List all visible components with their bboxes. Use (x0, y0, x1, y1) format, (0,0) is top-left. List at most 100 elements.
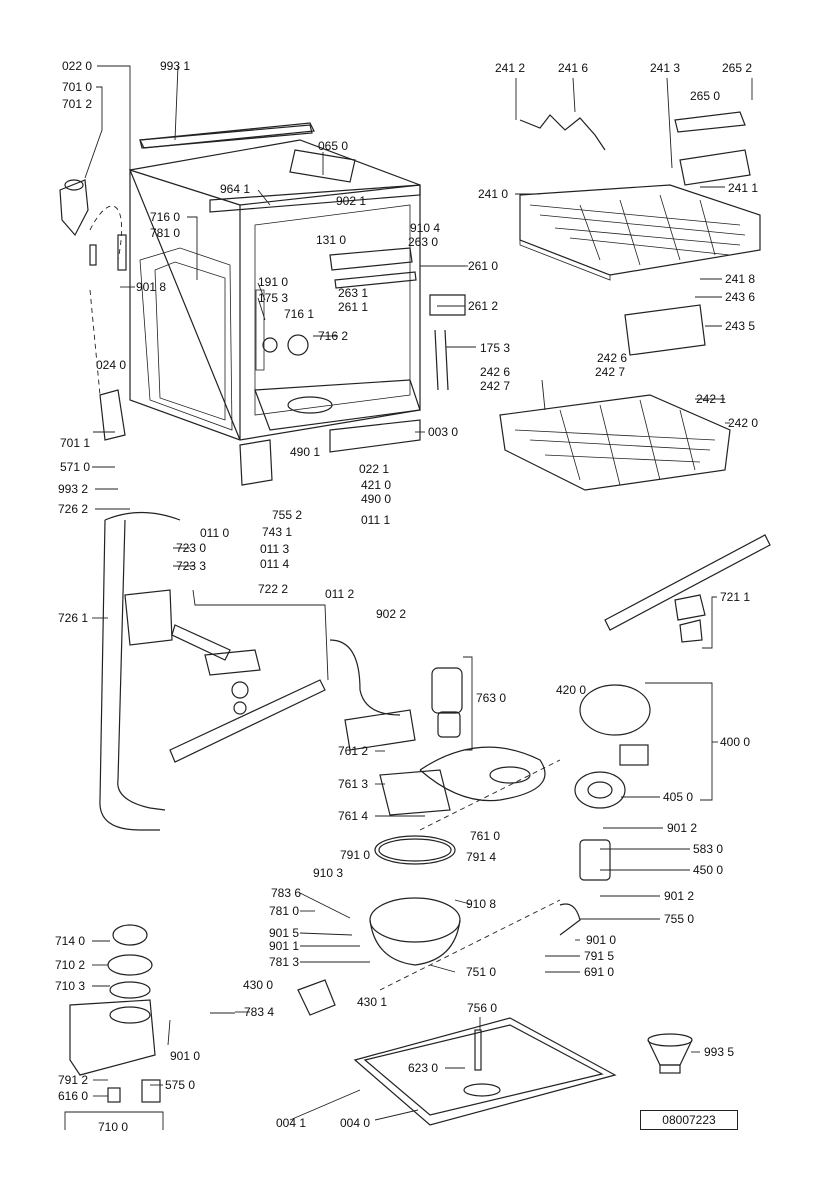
drain-pump (297, 979, 336, 1016)
part-label: 241 1 (728, 181, 758, 195)
part-label: 723 0 (176, 541, 206, 555)
rack-wire (519, 114, 606, 151)
part-label: 716 0 (150, 210, 180, 224)
part-label: 261 1 (338, 300, 368, 314)
part-label: 011 0 (200, 526, 229, 540)
part-label: 763 0 (476, 691, 506, 705)
part-label: 242 7 (595, 365, 625, 379)
part-label: 755 2 (272, 508, 302, 522)
part-label: 901 5 (269, 926, 299, 940)
part-label: 022 0 (62, 59, 92, 73)
part-label: 450 0 (693, 863, 723, 877)
leader-lines (64, 65, 753, 1130)
part-label: 781 0 (269, 904, 299, 918)
part-label: 714 0 (55, 934, 85, 948)
part-label: 241 3 (650, 61, 680, 75)
part-label: 910 3 (313, 866, 343, 880)
lower-basket (499, 394, 731, 491)
part-label: 405 0 (663, 790, 693, 804)
salt-funnel (647, 1033, 693, 1074)
part-label: 004 1 (276, 1116, 306, 1130)
part-label: 726 2 (58, 502, 88, 516)
part-label: 243 5 (725, 319, 755, 333)
top-cover-strip (139, 122, 315, 149)
part-label: 701 1 (60, 436, 90, 450)
part-label: 242 1 (696, 392, 726, 406)
part-label: 710 3 (55, 979, 85, 993)
part-label: 011 3 (260, 542, 289, 556)
part-label: 430 0 (243, 978, 273, 992)
part-label: 993 1 (160, 59, 190, 73)
part-label: 716 2 (318, 329, 348, 343)
part-label: 265 0 (690, 89, 720, 103)
part-label: 242 0 (728, 416, 758, 430)
part-label: 400 0 (720, 735, 750, 749)
part-label: 241 6 (558, 61, 588, 75)
part-label: 263 0 (408, 235, 438, 249)
part-label: 191 0 (258, 275, 288, 289)
part-label: 616 0 (58, 1089, 88, 1103)
part-label: 761 0 (470, 829, 500, 843)
part-label: 242 6 (480, 365, 510, 379)
part-label: 902 2 (376, 607, 406, 621)
part-label: 261 2 (468, 299, 498, 313)
part-label: 755 0 (664, 912, 694, 926)
part-label: 490 1 (290, 445, 320, 459)
part-label: 710 0 (98, 1120, 128, 1134)
part-label: 243 6 (725, 290, 755, 304)
sump-assembly (329, 639, 546, 966)
part-label: 004 0 (340, 1116, 370, 1130)
part-label: 011 1 (361, 513, 390, 527)
part-label: 723 3 (176, 559, 206, 573)
part-label: 261 0 (468, 259, 498, 273)
part-label: 910 4 (410, 221, 440, 235)
part-label: 716 1 (284, 307, 314, 321)
part-label: 901 2 (664, 889, 694, 903)
upper-basket (519, 184, 761, 281)
part-label: 175 3 (480, 341, 510, 355)
part-label: 701 2 (62, 97, 92, 111)
part-label: 710 2 (55, 958, 85, 972)
part-label: 022 1 (359, 462, 389, 476)
part-label: 701 0 (62, 80, 92, 94)
part-label: 761 4 (338, 809, 368, 823)
part-label: 902 1 (336, 194, 366, 208)
part-label: 791 4 (466, 850, 496, 864)
part-label: 011 2 (325, 587, 354, 601)
part-label: 623 0 (408, 1061, 438, 1075)
part-label: 901 2 (667, 821, 697, 835)
base-tray (353, 1017, 617, 1126)
part-label: 583 0 (693, 842, 723, 856)
part-label: 910 8 (466, 897, 496, 911)
part-label: 761 2 (338, 744, 368, 758)
cutlery-basket (624, 304, 706, 356)
circulation-pump (559, 684, 651, 936)
part-label: 691 0 (584, 965, 614, 979)
upper-rack-fittings (679, 149, 751, 186)
part-label: 781 3 (269, 955, 299, 969)
part-label: 241 0 (478, 187, 508, 201)
door-hinge-group (59, 179, 127, 441)
part-label: 791 0 (340, 848, 370, 862)
part-label: 726 1 (58, 611, 88, 625)
part-label: 756 0 (467, 1001, 497, 1015)
part-label: 265 2 (722, 61, 752, 75)
part-label: 722 2 (258, 582, 288, 596)
part-label: 490 0 (361, 492, 391, 506)
part-label: 993 2 (58, 482, 88, 496)
part-label: 003 0 (428, 425, 458, 439)
part-label: 781 0 (150, 226, 180, 240)
part-label: 175 3 (258, 291, 288, 305)
part-label: 743 1 (262, 525, 292, 539)
part-label: 901 1 (269, 939, 299, 953)
part-label: 420 0 (556, 683, 586, 697)
part-label: 242 6 (597, 351, 627, 365)
part-label: 791 5 (584, 949, 614, 963)
part-label: 430 1 (357, 995, 387, 1009)
part-label: 263 1 (338, 286, 368, 300)
part-label: 791 2 (58, 1073, 88, 1087)
part-label: 011 4 (260, 557, 289, 571)
lower-spray-arm (169, 624, 326, 763)
